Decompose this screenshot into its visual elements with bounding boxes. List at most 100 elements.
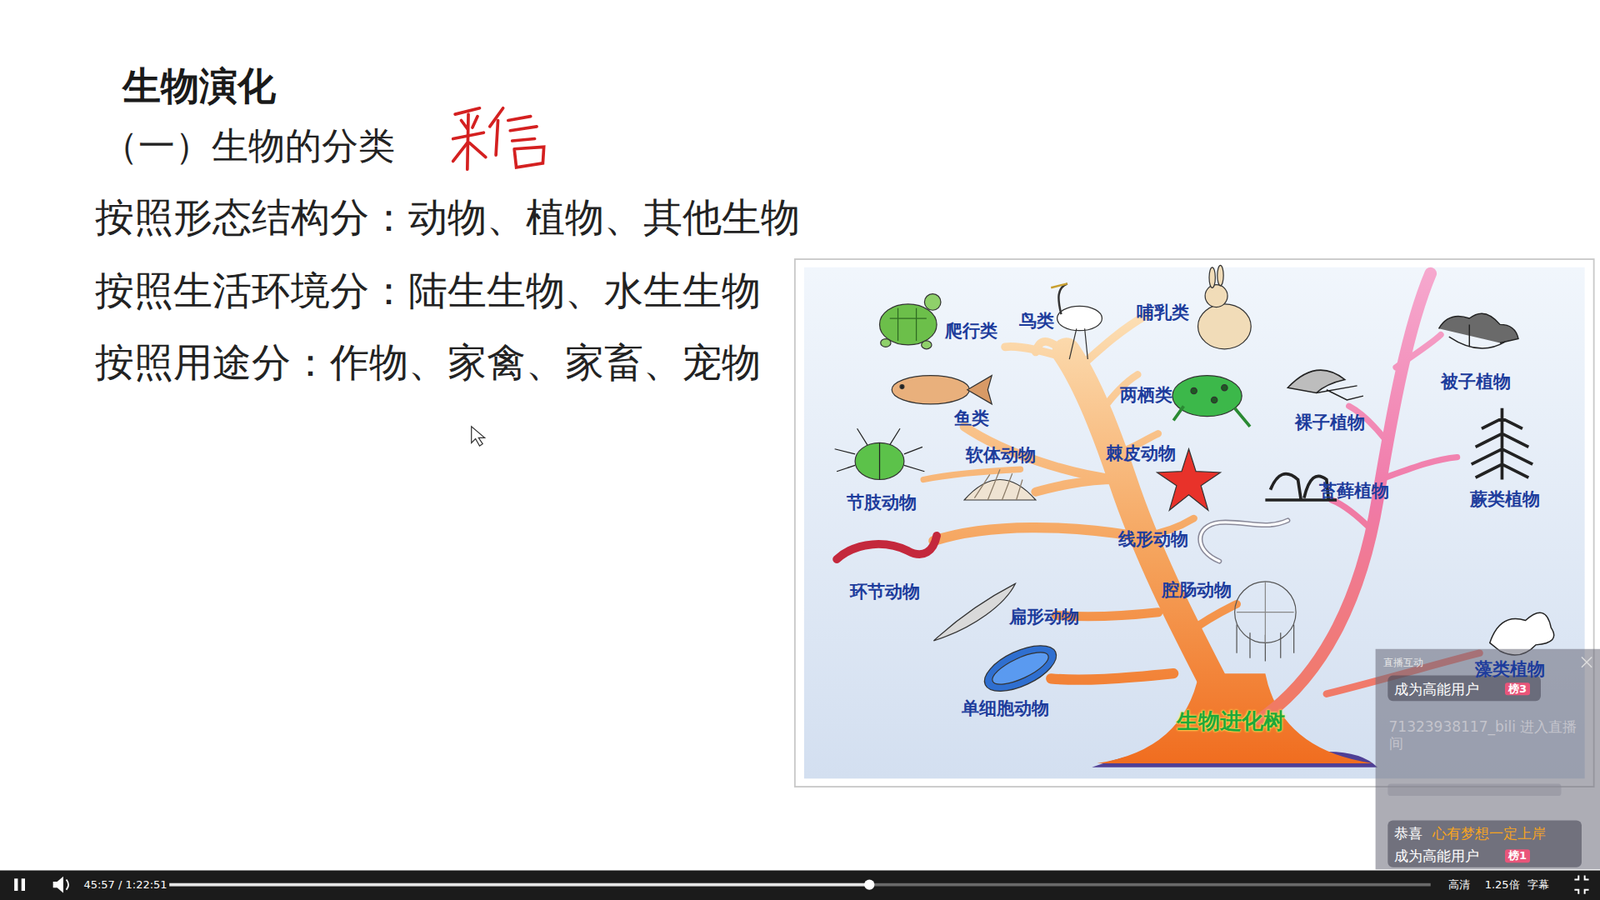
classification-line: 按照生活环境分：陆生生物、水生生物	[95, 267, 761, 315]
illustration-part	[1221, 385, 1228, 391]
tree-label: 棘皮动物	[1105, 443, 1176, 465]
illustration-part	[1200, 520, 1288, 561]
illustration-part	[1189, 604, 1238, 633]
illustration-part	[1217, 265, 1224, 285]
illustration-part	[890, 308, 927, 341]
illustration-part	[508, 116, 531, 121]
illustration-part	[933, 527, 1133, 541]
illustration-part	[510, 126, 537, 131]
tree-label: 两栖类	[1120, 385, 1173, 407]
chat-header: 直播互动	[1383, 655, 1424, 668]
illustration-part	[460, 120, 467, 129]
illustration-part	[1331, 500, 1373, 531]
illustration-part	[1200, 520, 1288, 561]
tree-label: 爬行类	[945, 320, 998, 342]
chat-message: 71323938117_bili 进入直播间	[1389, 718, 1580, 753]
chat-message: 成为高能用户	[1394, 847, 1480, 865]
illustration-part	[921, 340, 932, 350]
illustration-part	[1439, 313, 1520, 347]
illustration-part	[1050, 673, 1174, 680]
tree-label: 裸子植物	[1295, 413, 1365, 435]
animal-pictures	[835, 265, 1296, 700]
illustration-part	[1380, 457, 1458, 480]
illustration-part	[1198, 304, 1252, 350]
tree-label: 哺乳类	[1136, 302, 1190, 324]
tree-label: 鱼类	[954, 409, 990, 430]
illustration-part	[1096, 673, 1373, 764]
illustration-part	[1209, 267, 1215, 288]
tree-label: 软体动物	[965, 445, 1036, 467]
illustration-part	[169, 883, 1430, 887]
illustration-part	[495, 120, 498, 155]
illustration-part	[514, 146, 545, 167]
illustration-part	[1574, 875, 1589, 895]
subtitle: （一）生物的分类	[101, 124, 395, 169]
illustration-part	[864, 880, 875, 890]
slide-title: 生物演化	[122, 63, 276, 110]
chat-overlay	[1375, 649, 1600, 870]
illustration-part	[1173, 405, 1250, 426]
illustration-part	[835, 428, 925, 480]
chat-message: 成为高能用户	[1394, 680, 1480, 697]
illustration-part	[1057, 305, 1103, 330]
tree-label: 线形动物	[1118, 529, 1189, 550]
illustration-part	[974, 469, 1023, 500]
tree-label: 被子植物	[1440, 372, 1511, 394]
illustration-part	[900, 385, 905, 390]
illustration-part	[1050, 283, 1068, 288]
tree-label: 环节动物	[850, 582, 920, 604]
tree-label: 蕨类植物	[1470, 489, 1540, 510]
time-display: 45:57 / 1:22:51	[83, 878, 167, 892]
scaled-art	[0, 108, 1600, 900]
illustration-part	[14, 878, 18, 891]
animal-branches	[923, 314, 1373, 764]
chat-message: 恭喜	[1394, 825, 1423, 842]
chat-username: 心有梦想一定上岸	[1432, 825, 1546, 842]
illustration-part	[1387, 820, 1582, 867]
illustration-part	[1375, 649, 1600, 870]
illustration-part	[169, 883, 870, 887]
player-bar	[0, 870, 1600, 900]
illustration-part	[988, 645, 1053, 690]
illustration-part	[1236, 581, 1295, 643]
illustration-part	[1069, 328, 1088, 360]
illustration-part	[967, 375, 992, 405]
plant-pictures	[1265, 313, 1554, 655]
illustration-part	[836, 535, 937, 560]
tree-label: 藻类植物	[1475, 660, 1545, 681]
tree-label: 扁形动物	[1009, 606, 1080, 628]
player-button: 1.25倍	[1485, 878, 1520, 892]
illustration-part	[923, 469, 1020, 480]
illustration-part	[1471, 408, 1533, 480]
illustration-part	[978, 636, 1064, 701]
illustration-part	[880, 339, 891, 348]
player-button: 字幕	[1527, 878, 1550, 892]
illustration-part	[21, 878, 25, 891]
illustration-part	[469, 142, 486, 157]
illustration-part	[1205, 285, 1228, 308]
illustration-part	[1449, 336, 1505, 349]
illustration-part	[472, 116, 478, 128]
illustration-part	[924, 294, 941, 311]
tree-label: 苔藓植物	[1319, 481, 1390, 503]
illustration-part	[1490, 612, 1555, 655]
illustration-part	[1581, 657, 1592, 668]
illustration-part	[66, 880, 69, 890]
illustration-part	[1395, 335, 1441, 368]
illustration-part	[933, 583, 1015, 641]
tree-label: 节肢动物	[846, 492, 917, 514]
tree-label: 鸟类	[1019, 310, 1055, 332]
tree-label: 单细胞动物	[961, 698, 1050, 720]
illustration-part	[0, 870, 1600, 900]
illustration-part	[1190, 387, 1197, 394]
illustration-part	[1210, 396, 1217, 403]
illustration-part	[512, 139, 535, 141]
illustration-part	[1035, 341, 1067, 353]
illustration-part	[1316, 385, 1364, 400]
tree-title: 生物进化树	[1176, 708, 1285, 735]
rank-badge: 榜3	[1505, 682, 1530, 696]
rank-badge: 榜1	[1505, 850, 1530, 864]
illustration-part	[1387, 783, 1561, 796]
classification-line: 按照形态结构分：动物、植物、其他生物	[95, 194, 800, 241]
